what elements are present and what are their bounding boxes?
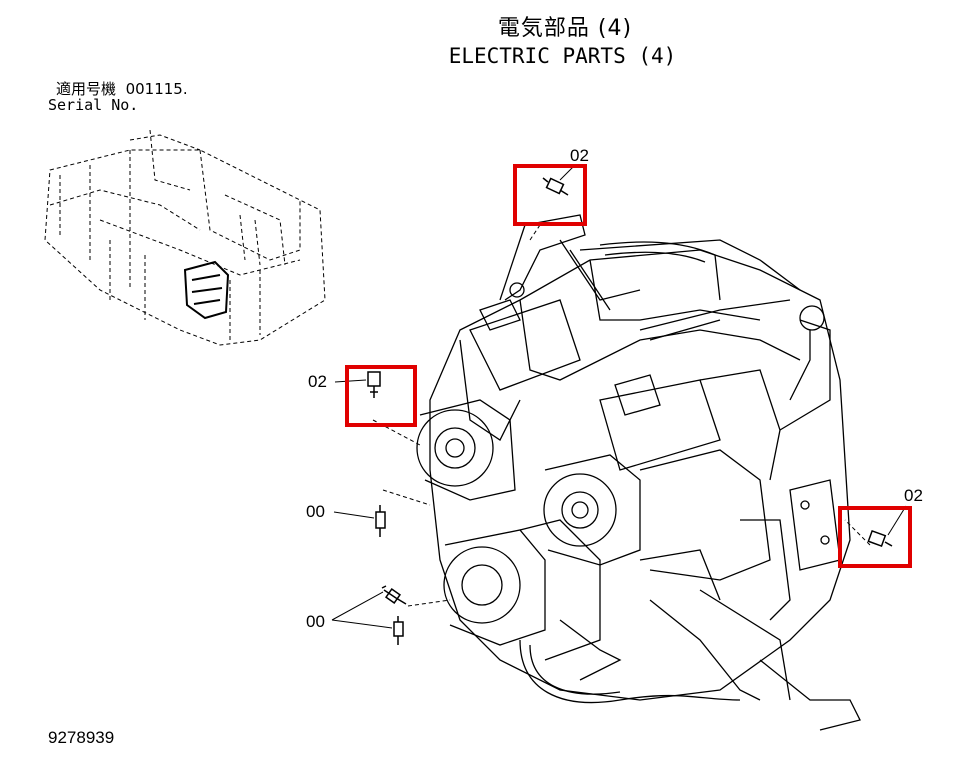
highlight-box-right [838, 506, 912, 568]
highlight-box-left [345, 365, 417, 427]
temperature-sensor-lower [375, 505, 407, 645]
title-english: ELECTRIC PARTS (4) [448, 44, 677, 68]
machine-locator-illustration [44, 129, 326, 346]
serial-number: 001115. [125, 80, 188, 98]
pressure-switch-left [367, 371, 381, 398]
callout-right: 02 [904, 486, 923, 505]
serial-label-jp: 適用号機 001115. [56, 78, 188, 99]
highlight-boxes [345, 164, 912, 568]
highlight-box-top [513, 164, 587, 226]
callout-lower-pair: 00 [306, 612, 325, 631]
callout-left: 02 [308, 372, 327, 391]
pressure-switch-top [542, 177, 569, 196]
serial-label-jp-text: 適用号機 [56, 80, 117, 98]
figure-number: 9278939 [48, 728, 115, 747]
serial-label-en: Serial No. [48, 96, 139, 114]
title-japanese: 電気部品 (4) [497, 16, 633, 41]
pump-assembly-drawing [416, 214, 861, 731]
machine-locator-highlighted-unit [183, 260, 230, 320]
pressure-switch-right [867, 529, 893, 547]
callout-lower-single: 00 [306, 502, 325, 521]
callout-top: 02 [570, 146, 589, 165]
